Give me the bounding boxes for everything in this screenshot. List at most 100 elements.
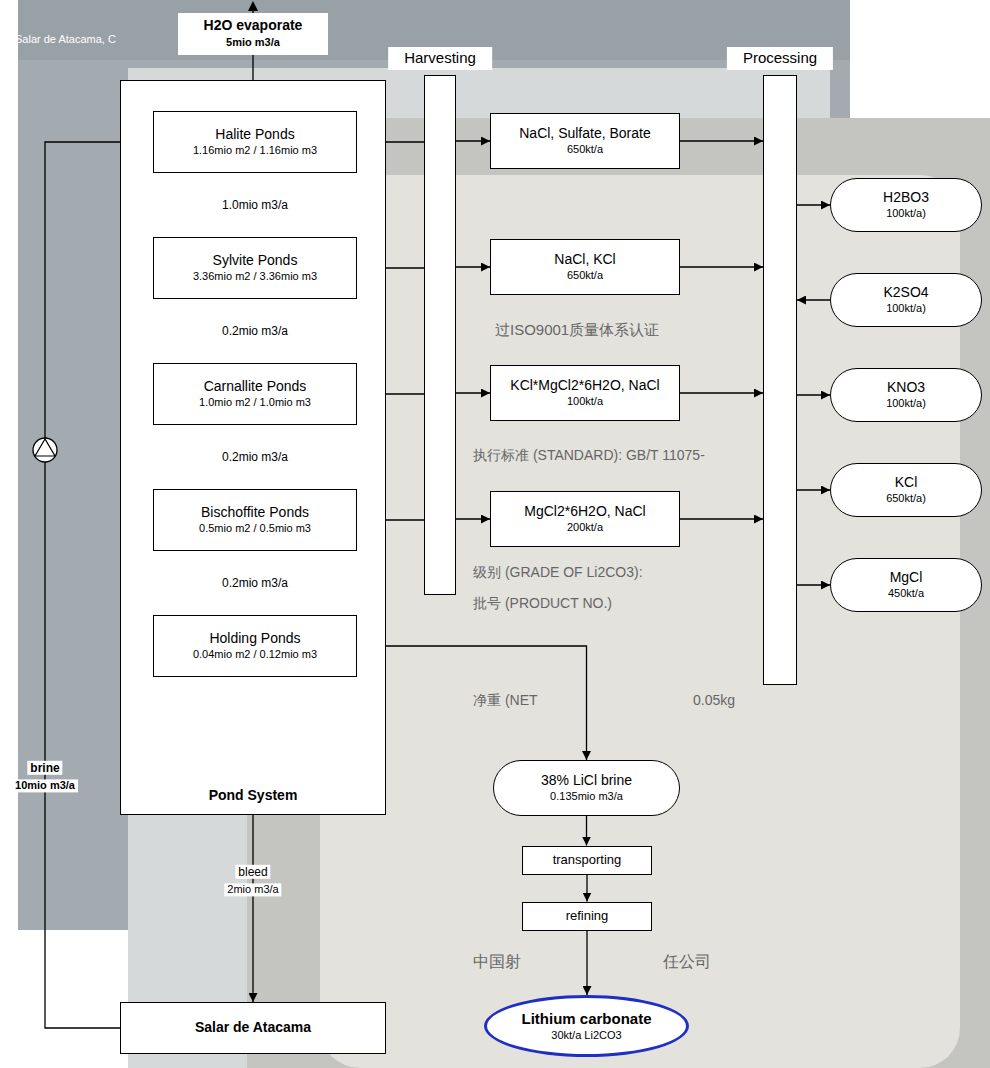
flow-arrow: [456, 266, 490, 267]
pond-box: Carnallite Ponds1.0mio m2 / 1.0mio m3: [153, 363, 357, 425]
flow-rate: 5mio m3/a: [223, 36, 283, 49]
node-title: KCl: [895, 474, 918, 492]
node-title: Pond System: [209, 787, 298, 805]
node-value: 100kt/a): [886, 302, 926, 316]
brine-terminal: 38% LiCl brine0.135mio m3/a: [493, 760, 680, 816]
node-title: KNO3: [887, 379, 925, 397]
flow-rate: 2mio m3/a: [224, 883, 281, 896]
pond-box: Bischoffite Ponds0.5mio m2 / 0.5mio m3: [153, 489, 357, 551]
node-title: H2BO3: [883, 189, 929, 207]
flow-arrow: [797, 204, 830, 205]
product-box: MgCl2*6H2O, NaCl200kt/a: [490, 491, 680, 547]
output-terminal: KNO3100kt/a): [830, 368, 982, 422]
node-value: 100kt/a): [886, 207, 926, 221]
flow-arrow: [586, 931, 587, 996]
node-title: MgCl2*6H2O, NaCl: [524, 503, 645, 521]
node-title: KCl*MgCl2*6H2O, NaCl: [510, 377, 659, 395]
evaporation-label-ground: [178, 13, 328, 55]
node-value: 650kt/a): [886, 492, 926, 506]
node-value: 100kt/a: [567, 395, 603, 409]
bag-print: 过ISO9001质量体系认证: [492, 321, 662, 339]
step-box: transporting: [522, 846, 652, 875]
flow-arrow: [586, 875, 587, 902]
pond-box: Sylvite Ponds3.36mio m2 / 3.36mio m3: [153, 237, 357, 299]
flow-arrow: [797, 489, 830, 490]
bag-print: 执行标准 (STANDARD): GB/T 11075-: [470, 447, 708, 464]
node-value: 100kt/a): [886, 397, 926, 411]
node-title: Sylvite Ponds: [213, 252, 298, 270]
node-title: Harvesting: [388, 47, 492, 70]
node-title: Carnallite Ponds: [204, 378, 307, 396]
node-title: K2SO4: [883, 284, 928, 302]
flow-arrow: [797, 299, 830, 300]
node-value: 0.04mio m2 / 0.12mio m3: [193, 648, 317, 662]
processing-bar: Processing: [763, 75, 797, 685]
flow-arrow: [797, 394, 830, 395]
flow-arrow: [680, 518, 763, 519]
flow-arrow: [797, 584, 830, 585]
product-box: NaCl, Sulfate, Borate650kt/a: [490, 113, 680, 169]
flow-rate: 10mio m3/a: [12, 779, 78, 792]
bag-print: 0.05kg: [690, 692, 738, 709]
output-terminal: H2BO3100kt/a): [830, 178, 982, 232]
flow-label: brine: [27, 761, 62, 775]
node-value: 0.5mio m2 / 0.5mio m3: [199, 522, 311, 536]
node-value: 0.135mio m3/a: [550, 790, 623, 804]
flow-arrow: [680, 266, 763, 267]
node-value: 450kt/a: [888, 587, 924, 601]
pump-triangle: [35, 439, 55, 456]
flow-arrow: [456, 140, 490, 141]
harvesting-bar: Harvesting: [424, 75, 456, 595]
node-title: MgCl: [890, 569, 923, 587]
flow-label: H2O evaporate: [201, 17, 306, 34]
pond-box: Holding Ponds0.04mio m2 / 0.12mio m3: [153, 615, 357, 677]
node-title: Bischoffite Ponds: [201, 504, 309, 522]
node-title: Halite Ponds: [215, 126, 294, 144]
evaporation-arrow-head: [248, 1, 258, 11]
flow-arrow: [456, 392, 490, 393]
output-terminal: MgCl450kt/a: [830, 558, 982, 612]
product-box: NaCl, KCl650kt/a: [490, 239, 680, 295]
node-value: 650kt/a: [567, 269, 603, 283]
bag-print: 批号 (PRODUCT NO.): [470, 595, 615, 612]
photo-watermark: Salar de Atacama, C: [12, 33, 119, 46]
node-title: Lithium carbonate: [521, 1010, 651, 1029]
salar-box: Salar de Atacama: [120, 1002, 386, 1054]
node-title: 38% LiCl brine: [541, 772, 632, 790]
step-box: refining: [522, 902, 652, 931]
node-value: 3.36mio m2 / 3.36mio m3: [193, 270, 317, 284]
bag-print: 级别 (GRADE OF Li2CO3):: [470, 564, 646, 581]
node-title: Holding Ponds: [209, 630, 300, 648]
node-title: NaCl, KCl: [554, 251, 615, 269]
node-value: 30kt/a Li2CO3: [551, 1029, 621, 1043]
flow-arrow: [586, 816, 587, 846]
node-title: Salar de Atacama: [195, 1019, 311, 1037]
bag-print: 任公司: [660, 952, 714, 971]
bag-print: 净重 (NET: [470, 692, 541, 709]
node-value: 650kt/a: [567, 143, 603, 157]
flow-arrow: [680, 140, 763, 141]
node-title: refining: [566, 908, 609, 924]
node-value: 1.16mio m2 / 1.16mio m3: [193, 144, 317, 158]
pond-box: Halite Ponds1.16mio m2 / 1.16mio m3: [153, 111, 357, 173]
flow-label: 0.2mio m3/a: [219, 450, 291, 464]
input-terminal: K2SO4100kt/a): [830, 273, 982, 327]
flow-arrow: [357, 646, 587, 760]
flow-label: 0.2mio m3/a: [219, 324, 291, 338]
flow-arrow: [680, 392, 763, 393]
node-title: Processing: [727, 47, 833, 70]
pond-system-box: Pond System Halite Ponds1.16mio m2 / 1.16…: [120, 80, 386, 815]
output-terminal: KCl650kt/a): [830, 463, 982, 517]
node-title: transporting: [553, 852, 622, 868]
flow-arrow: [252, 815, 253, 1002]
node-title: NaCl, Sulfate, Borate: [519, 125, 651, 143]
flow-arrow: [456, 518, 490, 519]
node-value: 1.0mio m2 / 1.0mio m3: [199, 396, 311, 410]
bag-print: 中国射: [470, 952, 524, 971]
flow-label: bleed: [235, 865, 270, 879]
product-ellipse: Lithium carbonate30kt/a Li2CO3: [484, 995, 689, 1057]
flow-label: 1.0mio m3/a: [219, 198, 291, 212]
pump-symbol: [33, 438, 57, 462]
